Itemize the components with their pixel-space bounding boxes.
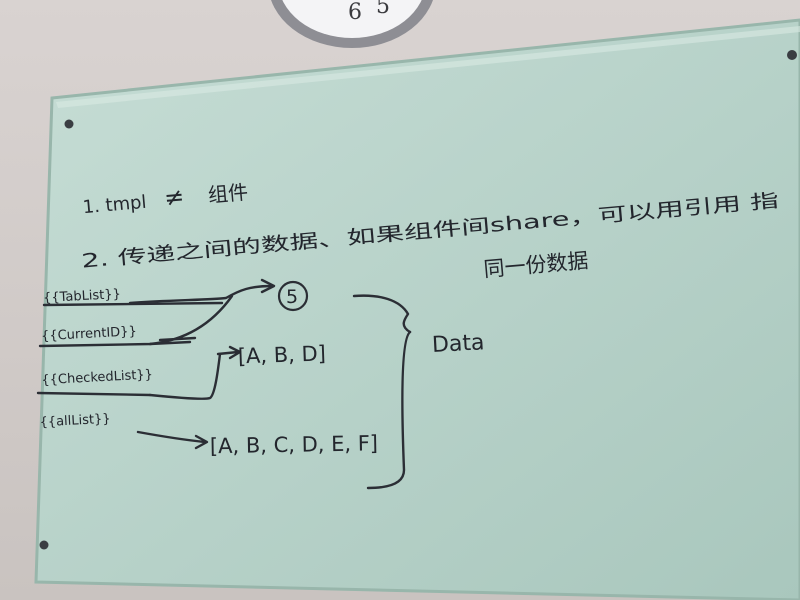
template-var-currentid: {{CurrentID}} bbox=[41, 324, 137, 344]
board-line-1-symbol: ≠ bbox=[163, 182, 185, 212]
all-list-value: [A, B, C, D, E, F] bbox=[210, 431, 378, 458]
whiteboard-edge-highlight bbox=[56, 26, 800, 108]
checkedlist-arrowhead bbox=[228, 345, 242, 360]
mount-bolt-bottom-left bbox=[39, 540, 49, 550]
tablist-arrow bbox=[128, 284, 274, 305]
currentid-arrow bbox=[148, 294, 234, 346]
whiteboard-glass bbox=[34, 18, 800, 600]
checkedlist-arrow bbox=[216, 350, 240, 356]
diagram-strokes bbox=[36, 278, 412, 490]
wall-clock: 6 5 bbox=[268, 0, 436, 48]
clock-numeral-6: 6 bbox=[348, 0, 362, 25]
template-var-alllist: {{allList}} bbox=[39, 412, 111, 431]
tablist-underline bbox=[42, 301, 224, 307]
data-label: Data bbox=[431, 330, 485, 358]
mount-bolt-top-left bbox=[64, 119, 74, 129]
clock-numeral-5: 5 bbox=[376, 0, 390, 19]
mount-bolt-top-right bbox=[787, 50, 797, 60]
circled-value: 5 bbox=[286, 286, 298, 308]
currentid-dash bbox=[158, 336, 197, 342]
alllist-arrowhead bbox=[194, 434, 209, 450]
checked-list-value: [A, B, D] bbox=[237, 341, 326, 368]
circled-value-ring bbox=[277, 280, 309, 312]
data-brace-bottom bbox=[366, 330, 412, 490]
alllist-arrow bbox=[136, 430, 207, 444]
board-line-1-rest: 组件 bbox=[207, 180, 249, 207]
template-var-tablist: {{TabList}} bbox=[43, 287, 122, 306]
checkedlist-bracket bbox=[148, 352, 222, 400]
template-var-checkedlist: {{CheckedList}} bbox=[41, 367, 153, 388]
tablist-arrowhead bbox=[260, 278, 276, 294]
checkedlist-underline bbox=[36, 391, 152, 397]
data-brace-top bbox=[352, 294, 412, 334]
